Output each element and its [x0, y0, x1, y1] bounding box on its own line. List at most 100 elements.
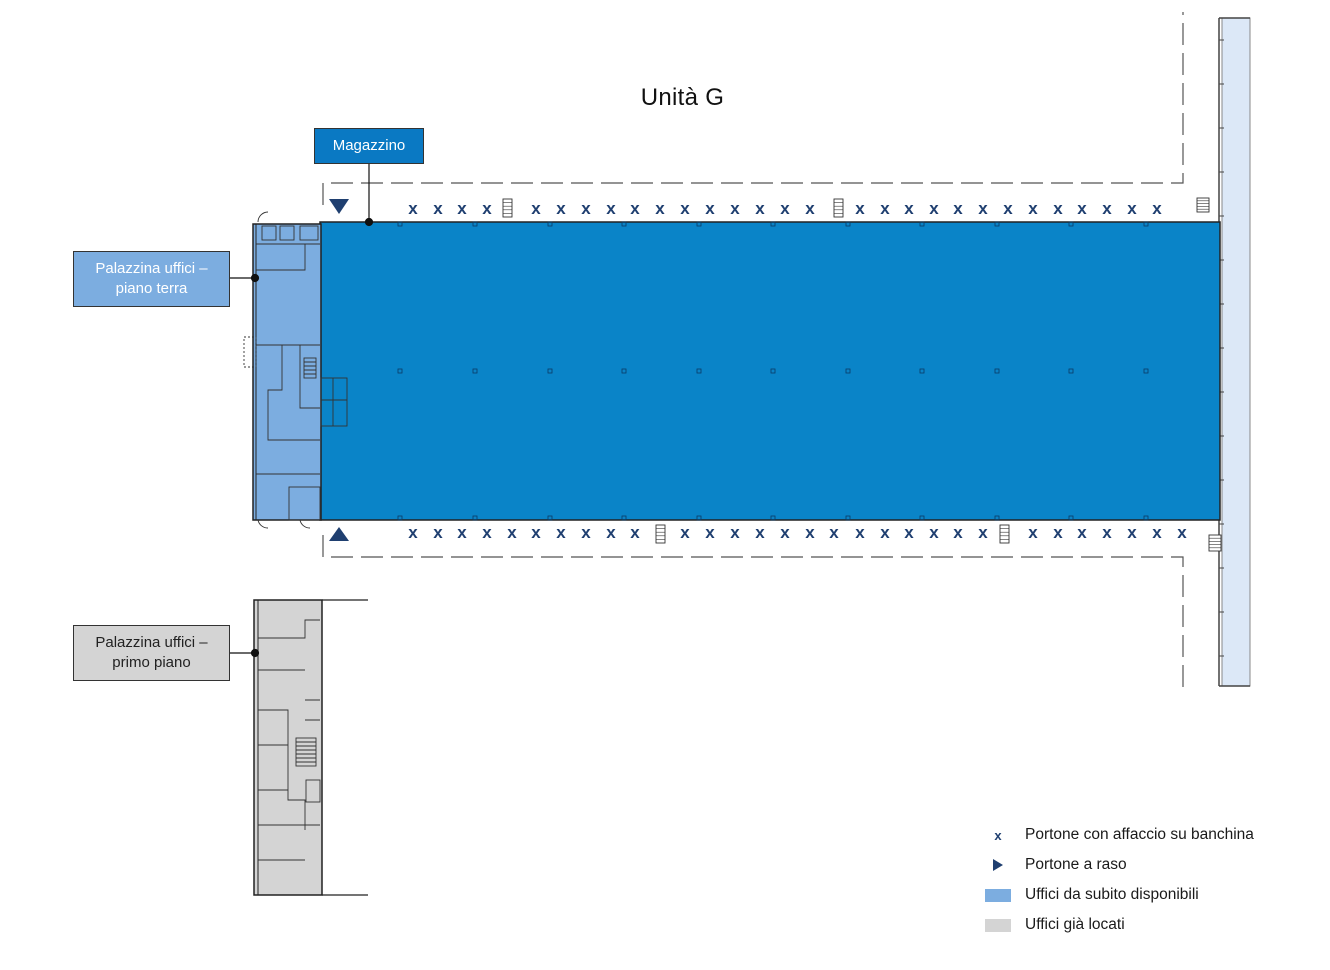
column-marker — [1143, 368, 1149, 374]
dock-door-x-icon: x — [994, 827, 1002, 843]
dock-door-x-icon: x — [556, 523, 566, 542]
office-first-floor — [253, 599, 368, 896]
column-marker — [621, 221, 627, 227]
dock-door-x-icon: x — [433, 523, 443, 542]
ground-door-triangle-icon — [329, 527, 349, 541]
ground-floor-callout-line1: Palazzina uffici – — [95, 260, 208, 277]
dock-door-x-icon: x — [556, 199, 566, 218]
dock-door-x-icon: x — [829, 523, 839, 542]
dock-door-x-icon: x — [978, 523, 988, 542]
dock-door-x-icon: x — [1127, 199, 1137, 218]
dock-door-x-icon: x — [1028, 523, 1038, 542]
column-marker — [621, 368, 627, 374]
dock-door-x-icon: x — [1053, 199, 1063, 218]
dock-door-x-icon: x — [630, 523, 640, 542]
dock-door-x-icon: x — [531, 199, 541, 218]
dock-door-x-icon: x — [606, 523, 616, 542]
dock-door-x-icon: x — [680, 523, 690, 542]
dock-door-x-icon: x — [1152, 523, 1162, 542]
first-floor-callout-line2: primo piano — [112, 654, 191, 671]
dock-door-x-icon: x — [1053, 523, 1063, 542]
dock-door-x-icon: x — [780, 199, 790, 218]
column-marker — [1068, 515, 1074, 521]
dock-door-x-icon: x — [1102, 199, 1112, 218]
ground-door-triangle-icon — [985, 852, 1011, 878]
dock-door-x-icon: x — [606, 199, 616, 218]
office-ground-floor — [243, 211, 348, 529]
legend-label: Portone con affaccio su banchina — [1025, 826, 1254, 843]
legend-item: Uffici già locati — [985, 912, 1254, 938]
legend-label: Uffici già locati — [1025, 916, 1125, 933]
column-marker — [994, 221, 1000, 227]
dock-door-x-icon: x — [1152, 199, 1162, 218]
dock-door-x-icon: x — [904, 199, 914, 218]
column-marker — [770, 515, 776, 521]
dock-door-x-icon: x — [630, 199, 640, 218]
first-floor-office-callout: Palazzina uffici – primo piano — [73, 625, 230, 681]
column-marker — [397, 515, 403, 521]
dock-door-x-icon: x — [457, 199, 467, 218]
dock-door-x-icon: x — [408, 523, 418, 542]
dock-door-x-icon: x — [705, 199, 715, 218]
dock-door-x-icon: x — [805, 199, 815, 218]
column-marker — [1068, 221, 1074, 227]
legend-item: x Portone con affaccio su banchina — [985, 822, 1254, 848]
callout-leaders — [230, 164, 374, 658]
column-marker — [845, 515, 851, 521]
dock-door-x-icon: x — [755, 523, 765, 542]
dock-door-x-icon: x — [531, 523, 541, 542]
dock-door-x-icon: x — [730, 523, 740, 542]
column-marker — [696, 221, 702, 227]
column-marker — [547, 368, 553, 374]
dock-door-x-icon: x — [1127, 523, 1137, 542]
ground-door-triangle-icon — [329, 199, 349, 214]
column-marker — [994, 368, 1000, 374]
column-marker — [994, 515, 1000, 521]
dock-stair-lines — [503, 200, 1221, 549]
dock-door-x-icon: x — [1177, 523, 1187, 542]
dock-door-x-icon: x — [730, 199, 740, 218]
dock-door-x-icon: x — [1077, 199, 1087, 218]
column-marker — [547, 515, 553, 521]
warehouse-columns — [397, 221, 1149, 521]
dock-door-x-icon: x — [457, 523, 467, 542]
column-marker — [472, 368, 478, 374]
column-marker — [1068, 368, 1074, 374]
column-marker — [547, 221, 553, 227]
dock-door-x-icon: x — [880, 523, 890, 542]
dock-door-x-icon: x — [433, 199, 443, 218]
ground-floor-callout-line2: piano terra — [115, 280, 188, 297]
column-marker — [472, 515, 478, 521]
adjacent-unit-strip — [1221, 17, 1251, 687]
dock-door-x-icon: x — [705, 523, 715, 542]
dock-door-x-icon: x — [880, 199, 890, 218]
dock-door-x-icon: x — [680, 199, 690, 218]
legend-label: Portone a raso — [1025, 856, 1127, 873]
column-marker — [845, 221, 851, 227]
legend: x Portone con affaccio su banchina Porto… — [985, 822, 1254, 942]
dock-door-x-icon: x — [482, 523, 492, 542]
unit-title: Unità G — [640, 84, 725, 111]
dock-door-x-icon: x — [904, 523, 914, 542]
dock-door-x-icon: x — [1028, 199, 1038, 218]
warehouse-callout: Magazzino — [314, 128, 424, 164]
dock-door-x-icon: x — [805, 523, 815, 542]
column-marker — [397, 368, 403, 374]
dock-door-x-icon: x — [780, 523, 790, 542]
dock-door-x-icon: x — [953, 523, 963, 542]
legend-label: Uffici da subito disponibili — [1025, 886, 1199, 903]
column-marker — [919, 368, 925, 374]
warehouse-area — [319, 221, 1221, 521]
dock-door-x-icon: x — [855, 199, 865, 218]
dock-door-x-icon: x — [929, 523, 939, 542]
dock-door-x-icon: x — [482, 199, 492, 218]
dock-door-x-icon: x — [1003, 199, 1013, 218]
available-office-swatch — [985, 882, 1011, 908]
dock-door-x-icon: x — [755, 199, 765, 218]
dock-door-x-icon: x — [978, 199, 988, 218]
dock-door-x-icon: x — [855, 523, 865, 542]
column-marker — [696, 368, 702, 374]
dock-door-x-icon: x — [581, 199, 591, 218]
